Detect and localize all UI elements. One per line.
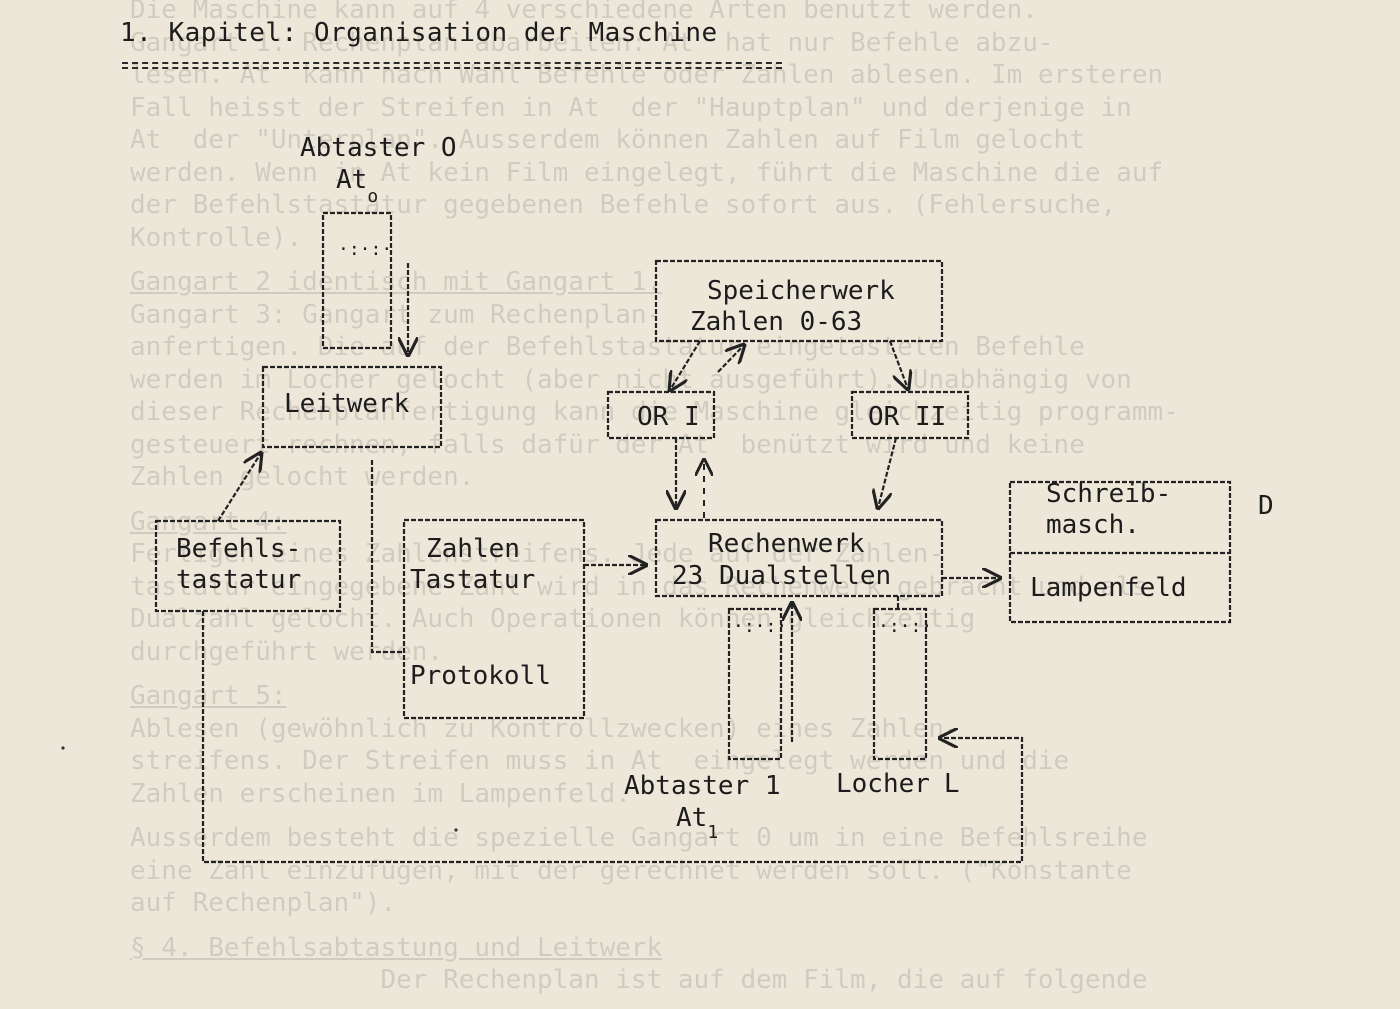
ghost-line: eine Zahl einzufügen, mit der gerechnet … — [130, 855, 1132, 886]
paper-speck — [454, 828, 458, 832]
speicherwerk-box — [654, 259, 944, 343]
zahlentastatur-label: Zahlen — [426, 534, 520, 564]
ghost-heading: Gangart 5: — [130, 681, 287, 711]
schreibmaschine-tag: D — [1258, 491, 1274, 521]
ghost-paragraph: § 4. Befehlsabtastung und Leitwerk Der R… — [130, 932, 1320, 997]
paper-speck-2 — [61, 746, 65, 750]
befehlstastatur-label-2: tastatur — [176, 565, 301, 595]
chapter-title: 1. Kapitel: Organisation der Maschine — [120, 18, 718, 48]
abtaster-0-tape — [321, 211, 393, 350]
title-underline-second — [122, 67, 782, 69]
ghost-heading: § 4. Befehlsabtastung und Leitwerk — [130, 932, 663, 963]
ghost-line: werden im Locher gelocht (aber nicht aus… — [130, 364, 1132, 395]
ghost-line: durchgeführt werden. — [130, 636, 444, 667]
schreibmaschine-label: Schreib- — [1046, 479, 1171, 509]
befehlstastatur-box — [154, 519, 342, 613]
ghost-paragraph: Die Maschine kann auf 4 verschiedene Art… — [130, 0, 1320, 254]
or-2-label: OR II — [868, 402, 946, 432]
ghost-line: dieser Rechenplanfertigung kann die Masc… — [130, 397, 1179, 427]
tape-holes-0: ·:·:· — [338, 239, 392, 260]
speicherwerk-label: Speicherwerk — [707, 276, 895, 306]
abtaster-0-at: Ato — [336, 165, 378, 207]
schreibmaschine-label-2: masch. — [1046, 510, 1140, 540]
ghost-line: gesteuert rechnen, falls dafür der At be… — [130, 429, 1085, 460]
arrow-speicher-to-or2 — [888, 340, 908, 389]
ghost-line: Kontrolle). — [130, 222, 303, 253]
ghost-heading: Gangart 2 identisch mit Gangart 1. — [130, 267, 663, 297]
tape-holes-locher: ·:·:· — [878, 616, 932, 637]
document-page: Die Maschine kann auf 4 verschiedene Art… — [61, 0, 1274, 995]
ghost-line: Die Maschine kann auf 4 verschiedene Art… — [130, 0, 1038, 25]
lampenfeld-label: Lampenfeld — [1030, 573, 1187, 603]
ghost-line: werden. Wenn in At kein Film eingelegt, … — [130, 157, 1164, 188]
ghost-line: tastatur eingegebene Zahl wird in das Re… — [130, 571, 1148, 602]
leitwerk-to-protokoll-line — [370, 460, 402, 654]
zahlentastatur-label-2: Tastatur — [410, 565, 535, 595]
machine-organisation-diagram: ·:·:· Abtaster O Ato Leitwerk Speicherwe… — [61, 133, 1274, 864]
or-1-label: OR I — [637, 402, 700, 432]
ghost-paragraph: Ausserdem besteht die spezielle Gangart … — [130, 822, 1320, 920]
ghost-line: Ausserdem besteht die spezielle Gangart … — [130, 823, 1148, 853]
befehlstastatur-label: Befehls- — [176, 534, 301, 564]
ghost-line: Gangart 3: Gangart zum Rechenplan- — [130, 299, 663, 330]
speicherwerk-range: Zahlen 0-63 — [690, 307, 862, 337]
ghost-line: streifens. Der Streifen muss in At einge… — [130, 746, 1070, 776]
locher-tape — [872, 607, 928, 761]
arrow-or2-to-rechenwerk — [878, 437, 898, 508]
ghost-line: Der Rechenplan ist auf dem Film, die auf… — [130, 965, 1148, 995]
ghost-line: Ablesen (gewöhnlich zu Kontrollzwecken) … — [130, 713, 960, 744]
title-underline — [122, 62, 782, 64]
abtaster-0-label: Abtaster O — [300, 133, 457, 163]
ghost-line: Dualzahl gelocht. Auch Operationen könne… — [130, 604, 976, 634]
befehlstastatur-to-locher-loop — [201, 611, 1024, 864]
ghost-paragraph: Gangart 4:Fertigen eines Zahlenstreifens… — [130, 506, 1320, 669]
ghost-line: Fall heisst der Streifen in At der "Haup… — [130, 92, 1132, 123]
leitwerk-label: Leitwerk — [284, 389, 410, 419]
abtaster-1-at: At1 — [676, 803, 718, 843]
ghost-paragraph: Gangart 5:Ablesen (gewöhnlich zu Kontrol… — [130, 680, 1320, 810]
abtaster-1-tape — [727, 607, 783, 761]
ghost-line: der Befehlstastatur gegebenen Befehle so… — [130, 190, 1117, 220]
ghost-line: anfertigen. Die auf der Befehlstastatur … — [130, 332, 1085, 362]
ghost-line: Gangart 1: Rechenplan abarbeiten: At hat… — [130, 27, 1054, 58]
leitwerk-box — [261, 365, 443, 449]
ghost-paragraph: Gangart 2 identisch mit Gangart 1.Gangar… — [130, 266, 1320, 494]
ghost-line: Zahlen erscheinen im Lampenfeld. — [130, 778, 631, 809]
rechenwerk-digits: 23 Dualstellen — [672, 561, 891, 591]
bleed-through-text: Die Maschine kann auf 4 verschiedene Art… — [130, 0, 1320, 1009]
rechenwerk-box — [654, 518, 944, 598]
arrow-or1-to-speicher — [717, 345, 744, 373]
arrow-speicher-to-or1 — [670, 340, 701, 390]
tape-holes-1: ·:·:· — [733, 616, 787, 637]
ghost-line: lesen. At kann nach Wahl Befehle oder Za… — [130, 60, 1164, 90]
protokoll-label: Protokoll — [410, 661, 551, 691]
arrow-befehlstastatur-to-leitwerk — [217, 453, 261, 522]
ghost-line: At der "Unterplan". Ausserdem können Zah… — [130, 125, 1085, 155]
abtaster-1-label: Abtaster 1 — [624, 771, 781, 801]
ghost-line: auf Rechenplan"). — [130, 888, 397, 918]
or-1-box — [606, 390, 716, 440]
rechenwerk-label: Rechenwerk — [708, 529, 865, 559]
